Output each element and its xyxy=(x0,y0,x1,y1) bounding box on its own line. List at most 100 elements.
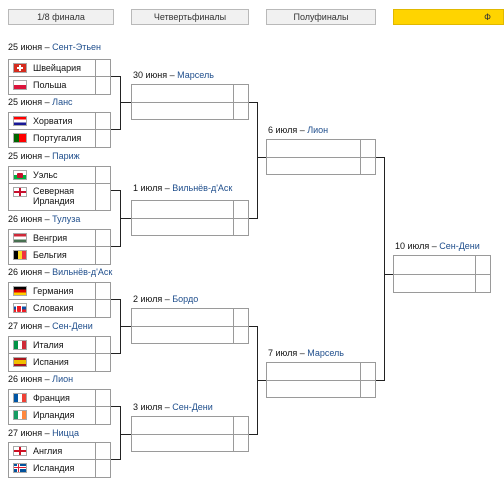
team-slot[interactable] xyxy=(267,140,375,157)
team-name: Бельгия xyxy=(33,250,67,260)
match-teams-box[interactable]: Венгрия Бельгия xyxy=(8,229,111,265)
team-row[interactable]: Англия xyxy=(9,443,110,460)
match-teams-box[interactable]: Англия Исландия xyxy=(8,442,111,478)
team-row[interactable]: Хорватия xyxy=(9,113,110,130)
france-flag-icon xyxy=(13,393,27,403)
match-teams-box[interactable]: Уэльс Северная Ирландия xyxy=(8,166,111,211)
team-slot[interactable] xyxy=(132,417,248,434)
connector-line xyxy=(111,459,120,460)
slovakia-flag-icon xyxy=(13,303,27,313)
belgium-flag-icon xyxy=(13,250,27,260)
round-of-16-header[interactable]: 1/8 финала xyxy=(8,9,114,25)
match-city: Лион xyxy=(307,125,329,135)
score-cell xyxy=(233,309,248,343)
team-row[interactable]: Италия xyxy=(9,337,110,354)
match-city: Лион xyxy=(52,374,74,384)
connector-line xyxy=(120,102,131,103)
team-row[interactable]: Северная Ирландия xyxy=(9,184,110,210)
team-row[interactable]: Испания xyxy=(9,354,110,371)
score-cell xyxy=(95,300,110,317)
spain-flag-icon xyxy=(13,357,27,367)
connector-line xyxy=(111,353,120,354)
team-row[interactable]: Португалия xyxy=(9,130,110,147)
match-date: 10 июля xyxy=(395,241,430,251)
match-date: 27 июня xyxy=(8,321,43,331)
team-row[interactable]: Словакия xyxy=(9,300,110,317)
team-row[interactable]: Исландия xyxy=(9,460,110,477)
quarterfinal-slot[interactable] xyxy=(131,416,249,452)
team-row[interactable]: Ирландия xyxy=(9,407,110,424)
match-teams-box[interactable]: Швейцария Польша xyxy=(8,59,111,95)
team-slot[interactable] xyxy=(132,201,248,218)
team-name: Англия xyxy=(33,446,63,456)
team-slot[interactable] xyxy=(267,380,375,398)
match-date-label: 25 июня – Сент-Этьен xyxy=(8,42,101,53)
connector-line xyxy=(376,380,384,381)
score-cell xyxy=(233,85,248,119)
semifinals-header[interactable]: Полуфиналы xyxy=(266,9,376,25)
match-teams-box[interactable]: Франция Ирландия xyxy=(8,389,111,425)
match-date: 7 июля xyxy=(268,348,298,358)
score-cell xyxy=(95,337,110,353)
match-date: 30 июня xyxy=(133,70,168,80)
team-slot[interactable] xyxy=(132,434,248,452)
date-separator: – xyxy=(162,183,173,193)
date-separator: – xyxy=(42,267,53,277)
match-teams-box[interactable]: Германия Словакия xyxy=(8,282,111,318)
match-date: 26 июня xyxy=(8,374,43,384)
team-name: Исландия xyxy=(33,463,75,473)
match-city: Марсель xyxy=(177,70,214,80)
germany-flag-icon xyxy=(13,286,27,296)
team-row[interactable]: Бельгия xyxy=(9,247,110,264)
match-date-label: 25 июня – Париж xyxy=(8,151,80,162)
final-header[interactable]: Ф xyxy=(393,9,504,25)
team-row[interactable]: Венгрия xyxy=(9,230,110,247)
semifinal-slot[interactable] xyxy=(266,139,376,175)
team-row[interactable]: Уэльс xyxy=(9,167,110,184)
team-slot[interactable] xyxy=(132,102,248,120)
match-city: Сент-Этьен xyxy=(52,42,102,52)
team-row[interactable]: Швейцария xyxy=(9,60,110,77)
team-name: Венгрия xyxy=(33,233,68,243)
match-teams-box[interactable]: Хорватия Португалия xyxy=(8,112,111,148)
match-teams-box[interactable]: Италия Испания xyxy=(8,336,111,372)
team-row[interactable]: Германия xyxy=(9,283,110,300)
team-slot[interactable] xyxy=(132,309,248,326)
semifinals-header-label: Полуфиналы xyxy=(293,12,349,22)
connector-line xyxy=(111,129,120,130)
connector-line xyxy=(249,102,257,103)
switzerland-flag-icon xyxy=(13,63,27,73)
match-city: Марсель xyxy=(307,348,344,358)
match-date: 25 июня xyxy=(8,97,43,107)
team-slot[interactable] xyxy=(132,85,248,102)
date-separator: – xyxy=(429,241,440,251)
match-city: Сен-Дени xyxy=(172,402,213,412)
team-name: Уэльс xyxy=(33,170,58,180)
connector-line xyxy=(384,157,385,381)
match-date-label: 26 июня – Вильнёв-д'Аск xyxy=(8,267,112,278)
iceland-flag-icon xyxy=(13,463,27,473)
semifinal-slot[interactable] xyxy=(266,362,376,398)
match-date: 26 июня xyxy=(8,214,43,224)
team-name: Ирландия xyxy=(33,410,75,420)
quarterfinals-header[interactable]: Четвертьфиналы xyxy=(131,9,249,25)
score-cell xyxy=(233,201,248,235)
connector-line xyxy=(120,218,131,219)
quarterfinal-slot[interactable] xyxy=(131,308,249,344)
team-slot[interactable] xyxy=(132,326,248,344)
quarterfinal-date-label: 3 июля – Сен-Дени xyxy=(133,402,213,413)
quarterfinal-slot[interactable] xyxy=(131,84,249,120)
final-slot[interactable] xyxy=(393,255,491,293)
team-row[interactable]: Польша xyxy=(9,77,110,94)
team-slot[interactable] xyxy=(267,157,375,175)
match-date: 3 июля xyxy=(133,402,163,412)
score-cell xyxy=(95,113,110,129)
connector-line xyxy=(111,190,120,191)
match-date-label: 27 июня – Сен-Дени xyxy=(8,321,93,332)
team-row[interactable]: Франция xyxy=(9,390,110,407)
team-slot[interactable] xyxy=(394,274,490,293)
team-slot[interactable] xyxy=(132,218,248,236)
quarterfinal-slot[interactable] xyxy=(131,200,249,236)
match-city: Бордо xyxy=(172,294,199,304)
team-slot[interactable] xyxy=(267,363,375,380)
